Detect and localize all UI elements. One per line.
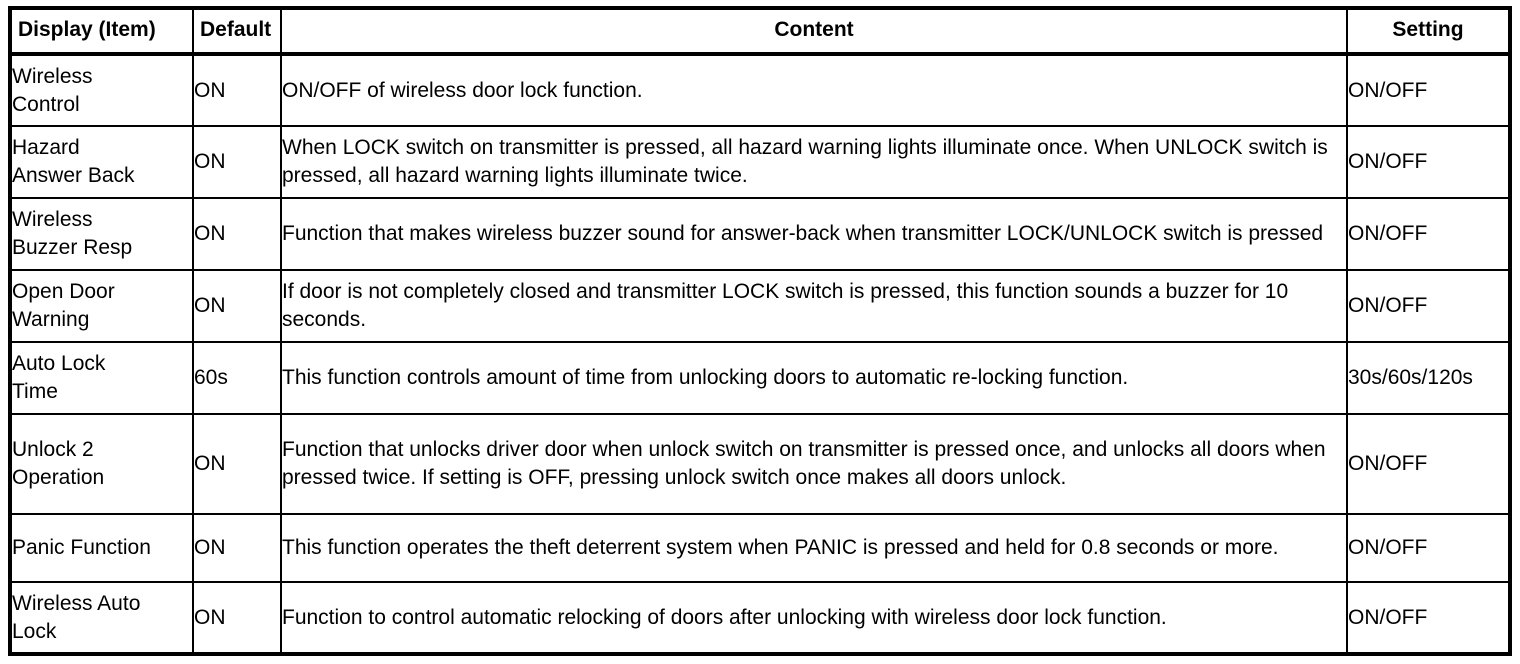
cell-display-item: Unlock 2 Operation — [9, 413, 194, 515]
column-header-default: Default — [192, 7, 282, 56]
cell-display-item: Open Door Warning — [9, 269, 194, 343]
table-body: Wireless Control ON ON/OFF of wireless d… — [9, 53, 1511, 655]
cell-content-description: ON/OFF of wireless door lock function. — [280, 53, 1348, 127]
table-header-row: Display (Item) Default Content Setting — [9, 7, 1511, 56]
spec-table-container: Display (Item) Default Content Setting W… — [8, 6, 1512, 656]
cell-default-value: ON — [192, 581, 282, 655]
cell-default-value: ON — [192, 413, 282, 515]
cell-content-description: If door is not completely closed and tra… — [280, 269, 1348, 343]
cell-default-value: ON — [192, 513, 282, 583]
cell-default-value: ON — [192, 53, 282, 127]
table-row: Panic Function ON This function operates… — [9, 513, 1511, 583]
column-header-content: Content — [280, 7, 1348, 56]
column-header-display: Display (Item) — [9, 7, 194, 56]
cell-content-description: This function controls amount of time fr… — [280, 341, 1348, 415]
cell-setting-options: 30s/60s/120s — [1346, 341, 1511, 415]
cell-setting-options: ON/OFF — [1346, 413, 1511, 515]
cell-display-item: Wireless Buzzer Resp — [9, 197, 194, 271]
cell-setting-options: ON/OFF — [1346, 513, 1511, 583]
cell-content-description: Function that unlocks driver door when u… — [280, 413, 1348, 515]
table-row: Wireless Control ON ON/OFF of wireless d… — [9, 53, 1511, 127]
table-row: Auto Lock Time 60s This function control… — [9, 341, 1511, 415]
wireless-door-lock-settings-table: Display (Item) Default Content Setting W… — [8, 6, 1512, 656]
cell-content-description: Function to control automatic relocking … — [280, 581, 1348, 655]
table-row: Wireless Auto Lock ON Function to contro… — [9, 581, 1511, 655]
table-row: Hazard Answer Back ON When LOCK switch o… — [9, 125, 1511, 199]
table-row: Open Door Warning ON If door is not comp… — [9, 269, 1511, 343]
table-row: Unlock 2 Operation ON Function that unlo… — [9, 413, 1511, 515]
cell-display-item: Hazard Answer Back — [9, 125, 194, 199]
table-row: Wireless Buzzer Resp ON Function that ma… — [9, 197, 1511, 271]
cell-setting-options: ON/OFF — [1346, 269, 1511, 343]
table-header: Display (Item) Default Content Setting — [9, 7, 1511, 56]
cell-content-description: When LOCK switch on transmitter is press… — [280, 125, 1348, 199]
cell-display-item: Auto Lock Time — [9, 341, 194, 415]
cell-content-description: This function operates the theft deterre… — [280, 513, 1348, 583]
cell-setting-options: ON/OFF — [1346, 581, 1511, 655]
cell-display-item: Wireless Control — [9, 53, 194, 127]
cell-setting-options: ON/OFF — [1346, 197, 1511, 271]
cell-display-item: Wireless Auto Lock — [9, 581, 194, 655]
cell-default-value: ON — [192, 269, 282, 343]
cell-setting-options: ON/OFF — [1346, 125, 1511, 199]
cell-setting-options: ON/OFF — [1346, 53, 1511, 127]
column-header-setting: Setting — [1346, 7, 1511, 56]
cell-default-value: 60s — [192, 341, 282, 415]
cell-default-value: ON — [192, 197, 282, 271]
cell-display-item: Panic Function — [9, 513, 194, 583]
cell-content-description: Function that makes wireless buzzer soun… — [280, 197, 1348, 271]
cell-default-value: ON — [192, 125, 282, 199]
